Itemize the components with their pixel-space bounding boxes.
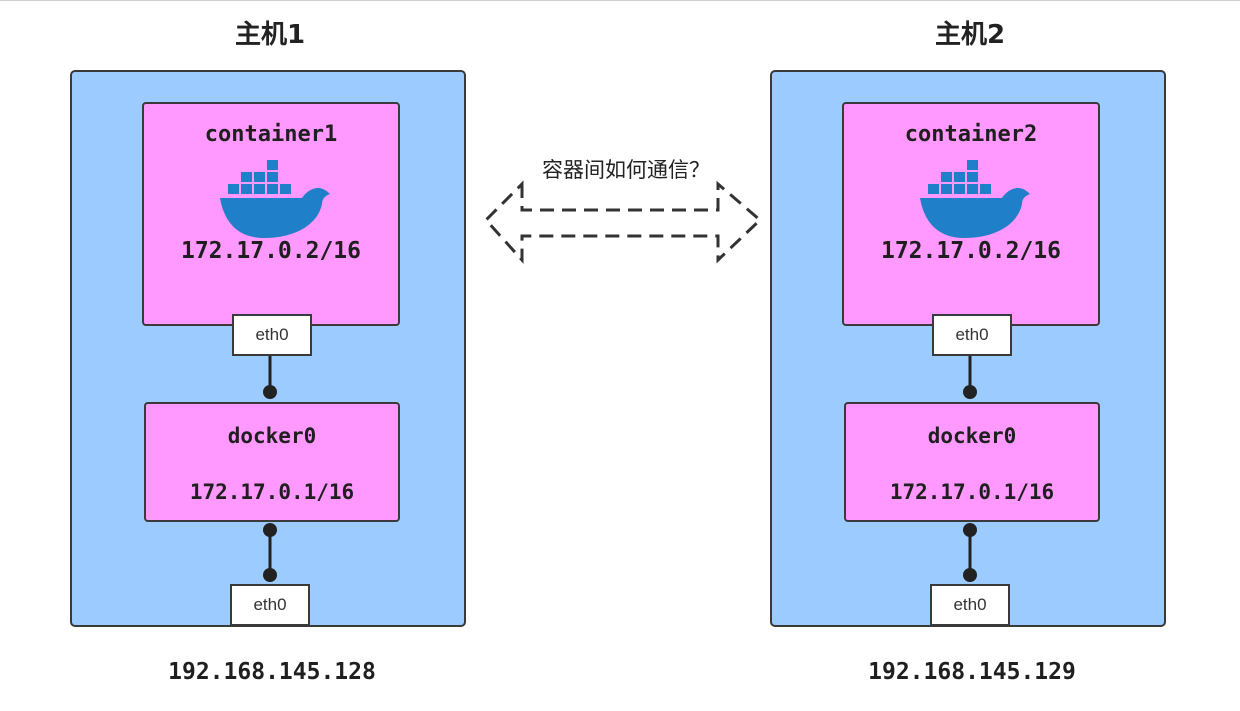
host1-ip: 192.168.145.128: [168, 659, 376, 685]
container2-eth0: eth0: [932, 314, 1012, 356]
host1-docker0-name: docker0: [227, 424, 317, 448]
host1-docker0-ip: 172.17.0.1/16: [189, 480, 355, 504]
container1-eth0: eth0: [232, 314, 312, 356]
host2-box: container2 172.17.0.2/16 eth0 docker0 17…: [770, 70, 1166, 627]
communication-question: 容器间如何通信？: [542, 158, 710, 182]
top-border: [0, 0, 1240, 1]
docker-whale-icon: [220, 160, 330, 238]
container1-name: container1: [204, 122, 338, 147]
container2-name: container2: [904, 122, 1038, 147]
host1-docker0-box: docker0 172.17.0.1/16: [144, 402, 400, 522]
container2-ip: 172.17.0.2/16: [880, 238, 1061, 264]
container2-box: container2 172.17.0.2/16 eth0: [842, 102, 1100, 356]
docker-whale-icon: [920, 160, 1030, 238]
host1-eth0: eth0: [230, 584, 310, 626]
double-arrow-icon: [484, 180, 763, 264]
host2-docker0-ip: 172.17.0.1/16: [889, 480, 1055, 504]
host2-title: 主机2: [934, 20, 1006, 50]
host2-docker0-name: docker0: [927, 424, 1017, 448]
container1-ip: 172.17.0.2/16: [180, 238, 361, 264]
host2-docker0-box: docker0 172.17.0.1/16: [844, 402, 1100, 522]
host2-eth0: eth0: [930, 584, 1010, 626]
container1-box: container1 172.17.0.2/16 eth0: [142, 102, 400, 356]
host1-box: container1 172.17.0.2/16 eth0 docker0 17…: [70, 70, 466, 627]
host2-ip: 192.168.145.129: [868, 659, 1076, 685]
host1-title: 主机1: [234, 20, 306, 50]
